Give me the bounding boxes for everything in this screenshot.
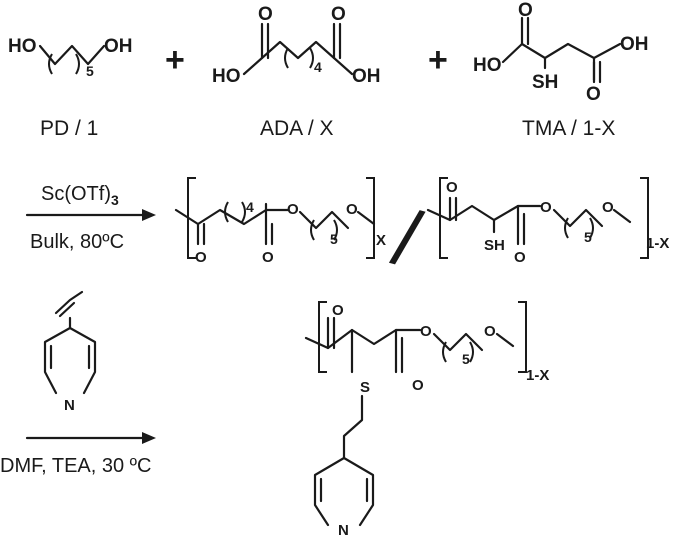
ada-o1: O — [258, 4, 273, 25]
unit-a-o-ester: O — [287, 201, 299, 218]
copolymer-unit-b: O SH O O 5 O 1-X — [426, 177, 669, 266]
copolymer-separator: / — [385, 192, 430, 284]
product-diol-chain — [432, 332, 484, 352]
plus-1: + — [165, 41, 185, 79]
ada-oh: OH — [352, 66, 381, 87]
product-structure: O O O 5 O 1-X S N — [304, 301, 549, 537]
pd-label: PD / 1 — [40, 117, 98, 140]
ada-repeat-brackets — [284, 47, 314, 69]
product-o-ether: O — [484, 323, 496, 340]
unit-b-o-top: O — [446, 179, 458, 196]
product-index: 1-X — [526, 367, 549, 384]
product-chain — [304, 328, 422, 350]
ada-ho: HO — [212, 66, 241, 87]
product-pyridine-ring — [313, 456, 375, 527]
unit-b-chain — [426, 204, 542, 222]
vp-n: N — [64, 397, 75, 414]
product-end-bond — [495, 332, 515, 348]
product-pyridine-inner-bonds — [319, 477, 369, 503]
tma-o2: O — [586, 84, 601, 105]
unit-b-right-bracket — [640, 177, 649, 259]
product-n: N — [338, 522, 349, 537]
unit-a-end-bond — [356, 210, 376, 226]
product-left-bracket — [318, 301, 327, 373]
copolymer-unit-a: O 4 O O 5 O X — [174, 177, 386, 266]
unit-b-o-ester: O — [540, 199, 552, 216]
unit-b-diol-repeat: 5 — [584, 229, 592, 245]
unit-a-index: X — [376, 232, 386, 249]
pd-repeat-count: 5 — [86, 63, 94, 79]
unit-b-carbonyl — [516, 204, 526, 246]
unit-b-left-bracket — [439, 177, 448, 259]
unit-b-diol-chain — [552, 208, 604, 228]
unit-a-acid-repeat: 4 — [246, 199, 254, 215]
tma-oh: OH — [620, 34, 649, 55]
unit-b-sh: SH — [484, 237, 505, 254]
product-o-top: O — [332, 302, 344, 319]
ada-chain — [242, 40, 354, 76]
vinyl-group — [54, 290, 84, 318]
unit-b-o-carbonyl: O — [514, 249, 526, 266]
unit-b-o-ether: O — [602, 199, 614, 216]
unit-a-carbonyl-2 — [264, 208, 290, 246]
product-carbonyl-top — [326, 316, 336, 350]
unit-b-diol-brackets — [564, 217, 594, 239]
product-s: S — [360, 379, 370, 396]
unit-a-o-ether: O — [346, 201, 358, 218]
tma-ho: HO — [473, 55, 502, 76]
unit-a-carbonyl-1 — [196, 222, 206, 246]
tma-o1: O — [518, 0, 533, 21]
plus-2: + — [428, 41, 448, 79]
pd-repeat-brackets — [48, 53, 80, 75]
pd-oh-right: OH — [104, 36, 133, 57]
ada-structure: HO O O 4 OH — [212, 4, 381, 87]
4-vinylpyridine-structure: N — [43, 290, 97, 414]
product-carbonyl — [394, 328, 404, 374]
ada-carbonyl-1 — [260, 22, 270, 60]
pyridine-inner-bonds — [49, 316, 91, 370]
product-o-ester: O — [420, 323, 432, 340]
step1-catalyst: Sc(OTf)3 — [41, 183, 119, 208]
product-diol-repeat: 5 — [462, 351, 470, 367]
product-right-bracket — [518, 301, 527, 373]
unit-b-index: 1-X — [646, 235, 669, 252]
step2-condition: DMF, TEA, 30 ºC — [0, 455, 151, 477]
ada-o2: O — [331, 4, 346, 25]
unit-b-carbonyl-top — [448, 196, 458, 222]
unit-a-o-carbonyl2: O — [262, 249, 274, 266]
unit-a-diol-brackets — [310, 219, 338, 241]
step2-arrow — [25, 432, 156, 444]
pd-oh-left: HO — [8, 36, 37, 57]
tma-carbonyl-2 — [592, 42, 622, 84]
unit-a-o-carbonyl1: O — [195, 249, 207, 266]
tma-structure: HO O SH O OH — [473, 0, 649, 105]
unit-a-acid-brackets — [224, 201, 246, 223]
unit-a-diol-repeat: 5 — [330, 231, 338, 247]
tma-sh: SH — [532, 72, 558, 93]
tma-label: TMA / 1-X — [522, 117, 615, 140]
product-o-carbonyl: O — [412, 377, 424, 394]
ada-carbonyl-2 — [332, 22, 342, 60]
pd-structure: HO 5 OH — [8, 36, 133, 79]
ada-label: ADA / X — [260, 117, 334, 140]
unit-b-end-bond — [612, 208, 632, 224]
step1-condition: Bulk, 80ºC — [30, 231, 124, 253]
product-diol-brackets — [442, 341, 474, 363]
unit-a-diol-chain — [298, 210, 350, 230]
pyridine-ring — [43, 326, 97, 395]
tma-carbonyl-1 — [520, 16, 530, 46]
unit-a-right-bracket — [366, 177, 375, 259]
product-ethyl-linker — [342, 394, 364, 460]
step1-arrow — [25, 209, 156, 221]
ada-repeat-count: 4 — [314, 59, 322, 75]
